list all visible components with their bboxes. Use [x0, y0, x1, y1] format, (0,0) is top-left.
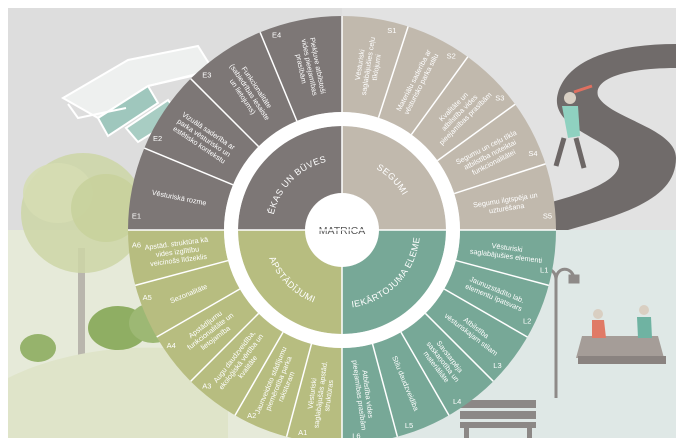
criterion-code: A4: [167, 341, 176, 350]
criterion-divider: [156, 288, 241, 338]
criterion-code: S1: [387, 26, 396, 35]
criterion-divider: [190, 312, 260, 382]
criterion-divider: [453, 163, 546, 195]
criterion-code: L5: [405, 421, 413, 430]
criterion-divider: [259, 32, 298, 122]
criterion-code: S3: [495, 94, 504, 103]
runner-icon: [553, 84, 593, 169]
bench-icon: [460, 400, 536, 438]
criterion-code: S5: [543, 212, 552, 221]
winding-path-icon: [528, 44, 676, 230]
tree-icon: [21, 153, 145, 358]
criterion-divider: [371, 343, 399, 437]
criterion-code: L6: [352, 431, 360, 438]
criterion-code: A6: [132, 240, 141, 249]
criterion-divider: [443, 288, 528, 338]
criterion-code: E3: [202, 71, 211, 80]
criterion-divider: [234, 331, 284, 416]
criterion-code: A2: [247, 411, 256, 420]
sandbox-children-icon: [576, 305, 666, 364]
criterion-divider: [437, 103, 516, 162]
criterion-code: L3: [493, 361, 501, 370]
criterion-E4: Piekļuve atbilstošivides pieejamībaspras…: [272, 31, 328, 98]
ring-sector-apstadijumi: [128, 230, 342, 438]
criterion-code: E2: [153, 134, 162, 143]
criterion-text: Piekļuve atbilstošivides pieejamībaspras…: [291, 36, 328, 98]
criterion-code: A5: [143, 293, 152, 302]
criterion-divider: [377, 26, 409, 119]
ring-sector-labiekartojuma: [342, 230, 556, 438]
criterion-code: S2: [447, 51, 456, 60]
criterion-code: E4: [272, 31, 281, 40]
criterion-code: L4: [453, 397, 461, 406]
criterion-code: A3: [202, 381, 211, 390]
ring-sector-segumi: [342, 16, 556, 230]
criterion-code: L2: [523, 316, 531, 325]
criterion-divider: [144, 147, 234, 186]
criterion-text: Vēsturiskisaglabājušies ceļutīklojumi: [351, 35, 386, 97]
criterion-code: A1: [298, 428, 307, 437]
criterion-divider: [285, 343, 313, 437]
criterion-code: S4: [528, 149, 537, 158]
criterion-divider: [455, 259, 549, 287]
criterion-code: E1: [132, 212, 141, 221]
criterion-divider: [424, 312, 494, 382]
center-label: MATRICA: [319, 225, 365, 237]
criterion-code: L1: [540, 265, 548, 274]
criterion-divider: [135, 259, 229, 287]
criterion-divider: [400, 331, 450, 416]
criterion-divider: [410, 56, 469, 135]
criterion-divider: [190, 78, 260, 148]
